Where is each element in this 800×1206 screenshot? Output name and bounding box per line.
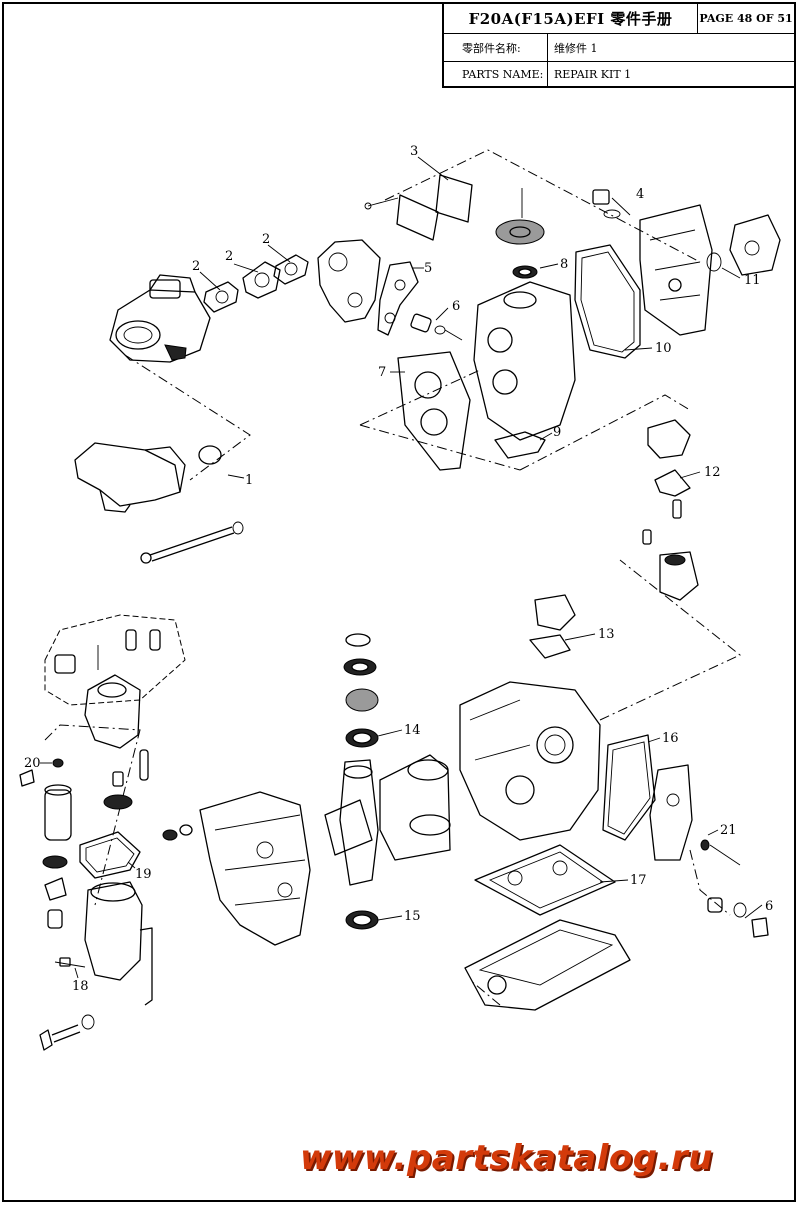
harness-group	[44, 614, 186, 749]
parts-name-label-cn: 零部件名称:	[444, 34, 548, 61]
callout-21: 21	[720, 823, 737, 838]
fuel-pump-20	[19, 758, 72, 929]
crank-bearings	[343, 633, 379, 748]
watermark: www.partskatalog.ru	[300, 1138, 714, 1178]
oil-seal-15	[345, 910, 379, 930]
cover-plate-3	[364, 174, 473, 241]
vapor-separator	[84, 881, 153, 1006]
intake-silencer	[74, 442, 222, 513]
callout-7: 7	[378, 365, 386, 380]
assembly-lines	[44, 149, 741, 1006]
callout-15: 15	[404, 909, 421, 924]
oil-plug-4	[592, 189, 621, 219]
gasket-9	[494, 431, 546, 459]
callout-12: 12	[704, 465, 721, 480]
head-gasket-7	[397, 351, 471, 471]
document-title: F20A(F15A)EFI 零件手册	[444, 4, 698, 33]
intake-manifold	[317, 239, 381, 323]
oil-seal-8	[512, 265, 538, 279]
long-bolt	[140, 521, 244, 564]
thermostat-cover-12	[642, 419, 699, 601]
o-ring-19	[79, 831, 141, 879]
callout-16: 16	[662, 731, 679, 746]
callout-5: 5	[424, 261, 432, 276]
filter-parts	[103, 749, 149, 810]
electrical-bracket	[162, 791, 311, 946]
pistons	[379, 754, 451, 861]
cylinder-block	[459, 594, 601, 841]
drain-screw-18	[54, 957, 86, 968]
parts-name-row-cn: 零部件名称: 维修件 1	[444, 34, 794, 62]
parts-name-label-en: PARTS NAME:	[444, 62, 548, 86]
thermostat-6	[410, 313, 463, 341]
parts-name-value-cn: 维修件 1	[554, 41, 598, 55]
cylinder-head	[473, 281, 576, 441]
title-block: F20A(F15A)EFI 零件手册 PAGE 48 OF 51 零部件名称: …	[442, 4, 794, 88]
page-number: PAGE 48 OF 51	[699, 12, 793, 25]
callout-20: 20	[24, 756, 41, 771]
callout-1: 1	[245, 473, 253, 488]
callout-2b: 2	[262, 232, 270, 247]
gasket-2b	[273, 254, 309, 285]
callout-13: 13	[598, 627, 615, 642]
callouts: 1 2 2 2 3 4 5 6 6 7 8 9 10 11 12 13 14	[24, 144, 773, 994]
gasket-16	[602, 734, 656, 841]
head-cover	[639, 204, 713, 336]
cam-gear	[495, 188, 545, 245]
throttle-spacer	[242, 261, 281, 299]
callout-2a: 2	[192, 259, 200, 274]
throttle-body	[109, 274, 211, 363]
callout-3: 3	[410, 144, 418, 159]
gasket-17	[474, 844, 616, 916]
callout-6a: 6	[452, 299, 460, 314]
parts-name-value-en: REPAIR KIT 1	[554, 67, 632, 81]
callout-11: 11	[744, 273, 761, 288]
cover-gasket-10	[574, 244, 641, 359]
callout-19: 19	[135, 867, 152, 882]
callout-10: 10	[655, 341, 672, 356]
cover-21	[649, 764, 741, 866]
oil-pan	[464, 919, 631, 1011]
bottom-bolt	[39, 1014, 95, 1051]
callout-18: 18	[72, 979, 89, 994]
fuel-pump-11	[706, 214, 781, 276]
gasket-2a	[203, 281, 239, 313]
title-row: F20A(F15A)EFI 零件手册 PAGE 48 OF 51	[444, 4, 794, 34]
callout-8: 8	[560, 257, 568, 272]
callout-14: 14	[404, 723, 421, 738]
callout-9: 9	[553, 425, 561, 440]
crankshaft	[324, 759, 379, 886]
callout-6b: 6	[765, 899, 773, 914]
parts-name-row-en: PARTS NAME: REPAIR KIT 1	[444, 62, 794, 86]
callout-4: 4	[636, 187, 644, 202]
callout-17: 17	[630, 873, 647, 888]
gasket-5	[377, 261, 419, 336]
anode-6b	[707, 897, 769, 938]
callout-2c: 2	[225, 249, 233, 264]
